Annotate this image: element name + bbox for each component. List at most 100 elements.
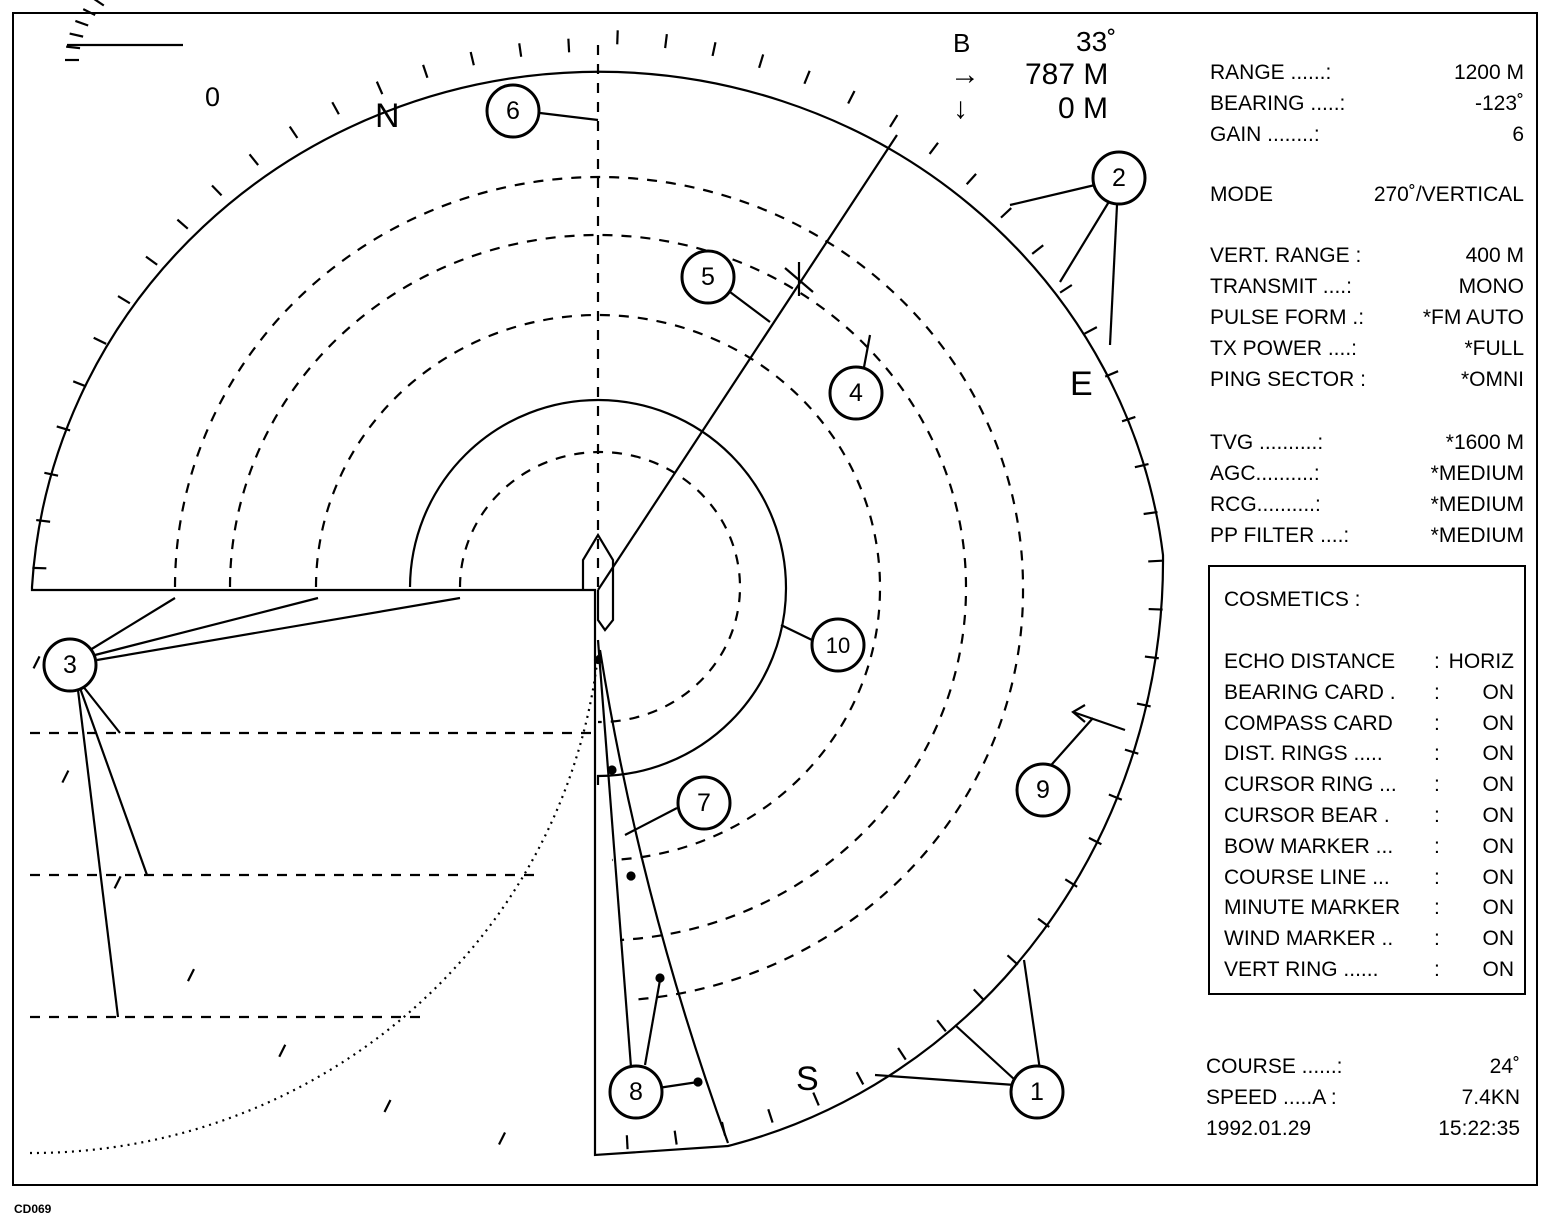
status-value: 24˚ [1489,1055,1520,1078]
callout-5: 5 [680,249,736,305]
cosmetic-separator: : [1434,711,1440,735]
callout-9: 9 [1015,762,1071,818]
bearing-tick [936,1019,947,1032]
bearing-tick [211,184,223,197]
cosmetics-title: COSMETICS : [1224,588,1361,611]
cosmetic-label: ECHO DISTANCE [1224,650,1396,673]
setting-row: TX POWER ....:*FULL [1210,336,1524,362]
setting-row: BEARING .....:-123˚ [1210,91,1524,117]
setting-label: PING SECTOR : [1210,368,1366,391]
status-value: 7.4KN [1461,1086,1520,1109]
cosmetic-separator: : [1434,896,1440,920]
cosmetic-separator: : [1434,958,1440,981]
callout-3: 3 [42,637,98,693]
bearing-tick [1104,370,1119,378]
vertical-ring-tick [498,1131,507,1145]
setting-label: PULSE FORM .: [1210,306,1365,329]
mode-value: 270˚/VERTICAL [1373,183,1524,206]
bearing-tick [1031,244,1044,255]
cosmetic-label: COURSE LINE ... [1224,865,1390,889]
bearing-tick [1121,415,1136,423]
callout-circle [485,83,541,139]
bearing-tick [664,34,668,49]
bearing-tick [1148,559,1163,563]
cosmetic-value: ON [1482,742,1515,766]
bearing-tick [1000,207,1012,219]
cosmetic-value: ON [1482,927,1515,951]
bearing-tick [248,153,260,166]
bearing-tick [44,471,59,477]
bearing-tick [1143,510,1158,516]
setting-row: TVG ..........:*1600 M [1210,430,1524,456]
leader-lines [76,111,1119,1090]
callout-8: 8 [608,1064,664,1120]
ship-symbol [581,532,615,632]
cosmetic-separator: : [1434,804,1440,827]
bearing-tick [1144,655,1159,660]
setting-value: MONO [1458,275,1524,298]
cursor-ring [408,398,788,785]
callout-4: 4 [828,365,884,421]
cosmetic-label: CURSOR BEAR . [1224,804,1390,827]
cosmetic-separator: : [1434,927,1440,951]
callout-circle [810,617,866,673]
setting-label: RCG..........: [1210,493,1321,516]
vertical-ring-tick [32,655,41,669]
callout-circle [42,637,98,693]
bearing-tick [117,295,131,305]
heel-tick [82,8,96,17]
bearing-tick [567,38,571,53]
callout-circle [1015,762,1071,818]
bearing-tick [897,1047,907,1061]
bearing-tick [375,81,384,95]
range-arrow-icon: → [950,58,980,91]
setting-row: TRANSMIT ....:MONO [1210,274,1524,300]
cosmetic-separator: : [1434,742,1440,766]
setting-value: *1600 M [1445,431,1524,454]
cosmetic-value: ON [1482,680,1515,704]
callout-6: 6 [485,83,541,139]
cosmetic-label: MINUTE MARKER [1224,896,1401,920]
setting-value: *MEDIUM [1430,462,1524,485]
vertical-ring-tick [186,968,195,982]
heel-label: 0 [205,82,221,112]
callout-2: 2 [1091,150,1147,206]
bearing-tick [56,425,71,432]
bearing-tick [518,43,523,57]
setting-label: BEARING .....: [1210,92,1346,115]
setting-label: PP FILTER ....: [1210,524,1350,547]
cosmetic-separator: : [1434,680,1440,704]
heel-tick [93,0,105,7]
bearing-tick [1136,702,1151,708]
status-value: 15:22:35 [1438,1117,1520,1140]
bearing-tick [625,1135,629,1150]
callout-10: 10 [810,617,866,673]
callout-number: 3 [63,651,77,679]
setting-value: *MEDIUM [1430,493,1524,516]
setting-label: VERT. RANGE : [1210,244,1362,267]
vertical-ring-tick [113,875,122,889]
callout-circle [1091,150,1147,206]
setting-label: RANGE ......: [1210,61,1332,84]
callout-number: 5 [701,263,715,291]
vertical-ring-tick [61,770,70,784]
callout-circle [676,775,732,831]
status-label: SPEED .....A : [1206,1086,1337,1109]
distance-ring-3 [228,233,968,942]
display-frame [12,12,1538,1186]
setting-label: TX POWER ....: [1210,337,1358,360]
setting-row: AGC..........:*MEDIUM [1210,461,1524,487]
status-row: SPEED .....A : 7.4KN [1206,1085,1520,1111]
bearing-tick [36,518,51,523]
setting-row: RANGE ......:1200 M [1210,60,1524,86]
cosmetic-label: DIST. RINGS ..... [1224,742,1383,766]
bearing-tick [972,988,985,1001]
callout-number: 9 [1036,776,1050,804]
cosmetic-separator: : [1434,834,1440,858]
cosmetic-label: COMPASS CARD [1224,711,1393,735]
setting-value: *OMNI [1461,368,1524,391]
bearing-tick [711,42,717,57]
bearing-tick [422,64,429,79]
bearing-tick [1064,878,1078,888]
